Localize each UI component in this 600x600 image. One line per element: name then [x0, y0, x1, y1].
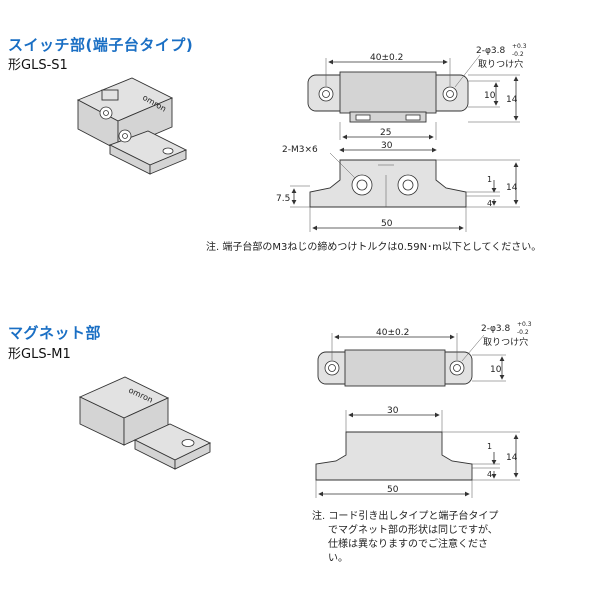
- switch-section-title: スイッチ部(端子台タイプ): [8, 36, 194, 54]
- magnet-height-10: 10: [490, 365, 502, 375]
- magnet-note-line: 注. コード引き出しタイプと端子台タイプ: [312, 511, 499, 522]
- magnet-top-view: 40±0.2 2-φ3.8 +0.3 -0.2 取りつけ穴 10: [317, 321, 532, 387]
- magnet-note-line: 仕様は異なりますのでご注意くださ: [328, 539, 488, 550]
- switch-hole-desc: 取りつけ穴: [478, 58, 523, 70]
- switch-height-4: 4: [487, 199, 492, 208]
- magnet-width-50: 50: [387, 485, 399, 495]
- magnet-front-view: 30 1 4 14 50: [315, 406, 520, 498]
- switch-hole-spec: 2-φ3.8: [476, 46, 505, 56]
- switch-note: 注. 端子台部のM3ねじの締めつけトルクは0.59N･m以下としてください。: [206, 242, 542, 253]
- magnet-note-line: でマグネット部の形状は同じですが、: [328, 525, 498, 536]
- switch-iso-view: omron: [76, 77, 188, 175]
- magnet-height-1: 1: [487, 442, 492, 451]
- switch-inner-height: 10: [484, 91, 496, 101]
- switch-top-width: 40±0.2: [370, 53, 403, 63]
- magnet-width-30: 30: [387, 406, 399, 416]
- magnet-hole-desc: 取りつけ穴: [483, 336, 528, 348]
- switch-height-14: 14: [506, 183, 518, 193]
- magnet-note-line: い。: [328, 553, 348, 564]
- switch-screw-spec: 2-M3×6: [282, 145, 318, 155]
- switch-height-7-5: 7.5: [276, 194, 290, 204]
- magnet-section-title: マグネット部: [8, 324, 102, 342]
- switch-model-label: 形GLS-S1: [8, 58, 68, 73]
- magnet-top-width: 40±0.2: [376, 328, 409, 338]
- switch-front-view: 25 30 2-M3×6 7.5 1 4 14 50: [276, 122, 520, 232]
- switch-height-1: 1: [487, 175, 492, 184]
- switch-outer-height: 14: [506, 95, 518, 105]
- magnet-hole-tol-minus: -0.2: [517, 329, 529, 336]
- magnet-hole-spec: 2-φ3.8: [481, 324, 510, 334]
- magnet-note: 注. コード引き出しタイプと端子台タイプ でマグネット部の形状は同じですが、 仕…: [312, 510, 552, 566]
- switch-width-30: 30: [381, 141, 393, 151]
- magnet-hole-tol-plus: +0.3: [517, 321, 532, 328]
- magnet-iso-view: omron: [78, 376, 212, 470]
- switch-width-50: 50: [381, 219, 393, 229]
- magnet-height-14: 14: [506, 453, 518, 463]
- switch-hole-tol-minus: -0.2: [512, 51, 524, 58]
- switch-top-view: 40±0.2 2-φ3.8 +0.3 -0.2 取りつけ穴 10 14: [307, 43, 527, 123]
- magnet-height-4: 4: [487, 470, 492, 479]
- switch-hole-tol-plus: +0.3: [512, 43, 527, 50]
- switch-width-25: 25: [380, 128, 391, 138]
- magnet-model-label: 形GLS-M1: [8, 347, 71, 362]
